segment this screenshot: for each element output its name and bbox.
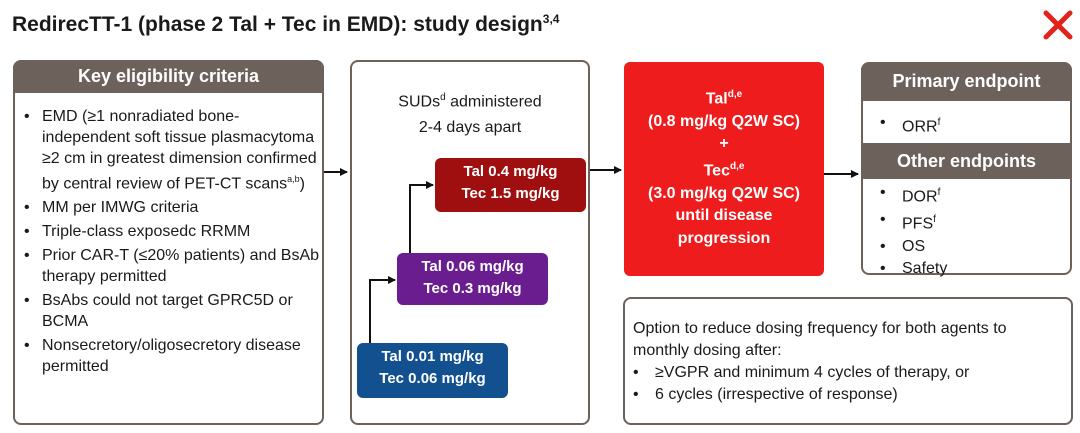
criterion-text: Prior CAR-T (≤20% patients) and BsAb the… [42, 247, 320, 286]
eligibility-heading: Key eligibility criteria [13, 60, 324, 93]
endpoint-label: OS [902, 237, 926, 255]
tal-footnote: d,e [727, 89, 743, 100]
tec-regimen-dose: (3.0 mg/kg Q2W SC) [647, 184, 801, 202]
tal-label: Tal [705, 90, 728, 108]
criterion-item: EMD (≥1 nonradiated bone-independent sof… [22, 106, 320, 194]
primary-endpoint-list: ORRf [872, 112, 1062, 139]
suds-caption: SUDsd administered 2-4 days apart [352, 85, 588, 141]
criterion-tail: ) [299, 175, 305, 193]
endpoint-footnote: f [937, 187, 941, 198]
suds-footnote: d [440, 92, 446, 103]
endpoint-item: OS [872, 236, 1062, 259]
endpoint-item: ORRf [872, 112, 1062, 139]
endpoint-item: PFSf [872, 209, 1062, 236]
option-list: ≥VGPR and minimum 4 cycles of therapy, o… [631, 362, 1067, 406]
step-up-dosing-panel [350, 60, 590, 425]
eligibility-list: EMD (≥1 nonradiated bone-independent sof… [22, 106, 320, 380]
option-item: 6 cycles (irrespective of response) [631, 384, 1067, 406]
criterion-item: MM per IMWG criteria [22, 197, 320, 218]
suds-label: SUDs [398, 93, 441, 111]
endpoint-label: PFS [902, 215, 934, 233]
criterion-text: MM per IMWG criteria [42, 199, 199, 217]
other-endpoints-heading: Other endpoints [863, 143, 1070, 179]
other-endpoints-list: DORf PFSf OS Safety [872, 182, 1062, 281]
option-item: ≥VGPR and minimum 4 cycles of therapy, o… [631, 362, 1067, 384]
step-tal-dose: Tal 0.06 mg/kg [421, 258, 524, 275]
endpoint-label: DOR [902, 188, 938, 206]
endpoint-label: ORR [902, 118, 938, 136]
x-logo-icon [1043, 10, 1073, 40]
criterion-item: Nonsecretory/oligosecretory disease perm… [22, 335, 320, 377]
suds-interval: 2-4 days apart [418, 119, 522, 137]
arrow-step1-to-step2 [369, 276, 396, 343]
treatment-regimen-box: Tald,e (0.8 mg/kg Q2W SC) + Tecd,e (3.0 … [624, 62, 824, 276]
option-intro: Option to reduce dosing frequency for bo… [633, 320, 1007, 359]
primary-endpoint-heading: Primary endpoint [861, 62, 1072, 101]
dose-step-1: Tal 0.01 mg/kg Tec 0.06 mg/kg [357, 343, 508, 398]
criterion-text: Nonsecretory/oligosecretory disease perm… [42, 337, 301, 376]
duration-line-1: until disease [675, 207, 773, 225]
criterion-text: Triple-class exposedc RRMM [42, 223, 251, 241]
criterion-footnote: a,b [287, 174, 300, 184]
endpoint-item: DORf [872, 182, 1062, 209]
criterion-item: Triple-class exposedc RRMM [22, 221, 320, 242]
dose-step-2: Tal 0.06 mg/kg Tec 0.3 mg/kg [397, 253, 548, 305]
criterion-item: BsAbs could not target GPRC5D or BCMA [22, 290, 320, 332]
title-text: RedirecTT-1 (phase 2 Tal + Tec in EMD): … [12, 13, 543, 36]
criterion-text: EMD (≥1 nonradiated bone-independent sof… [42, 108, 317, 193]
duration-line-2: progression [677, 229, 771, 247]
criterion-text: BsAbs could not target GPRC5D or BCMA [42, 292, 293, 331]
page-title: RedirecTT-1 (phase 2 Tal + Tec in EMD): … [12, 12, 559, 37]
dose-step-3: Tal 0.4 mg/kg Tec 1.5 mg/kg [435, 158, 586, 212]
endpoint-label: Safety [902, 260, 948, 278]
step-tec-dose: Tec 1.5 mg/kg [461, 185, 560, 202]
step-tal-dose: Tal 0.01 mg/kg [381, 348, 484, 365]
tal-regimen-dose: (0.8 mg/kg Q2W SC) [647, 112, 801, 130]
title-reference: 3,4 [542, 12, 560, 26]
endpoint-footnote: f [937, 117, 941, 128]
endpoint-item: Safety [872, 258, 1062, 281]
step-tec-dose: Tec 0.3 mg/kg [423, 280, 522, 297]
plus-sign: + [719, 135, 729, 153]
endpoint-footnote: f [933, 213, 936, 225]
tec-footnote: d,e [729, 160, 745, 172]
criterion-item: Prior CAR-T (≤20% patients) and BsAb the… [22, 245, 320, 287]
tec-label: Tec [703, 162, 730, 180]
suds-rest: administered [445, 93, 542, 111]
step-tal-dose: Tal 0.4 mg/kg [463, 163, 558, 180]
arrow-step2-to-step3 [409, 181, 434, 253]
dosing-frequency-option-box [623, 297, 1073, 425]
step-tec-dose: Tec 0.06 mg/kg [379, 370, 486, 387]
